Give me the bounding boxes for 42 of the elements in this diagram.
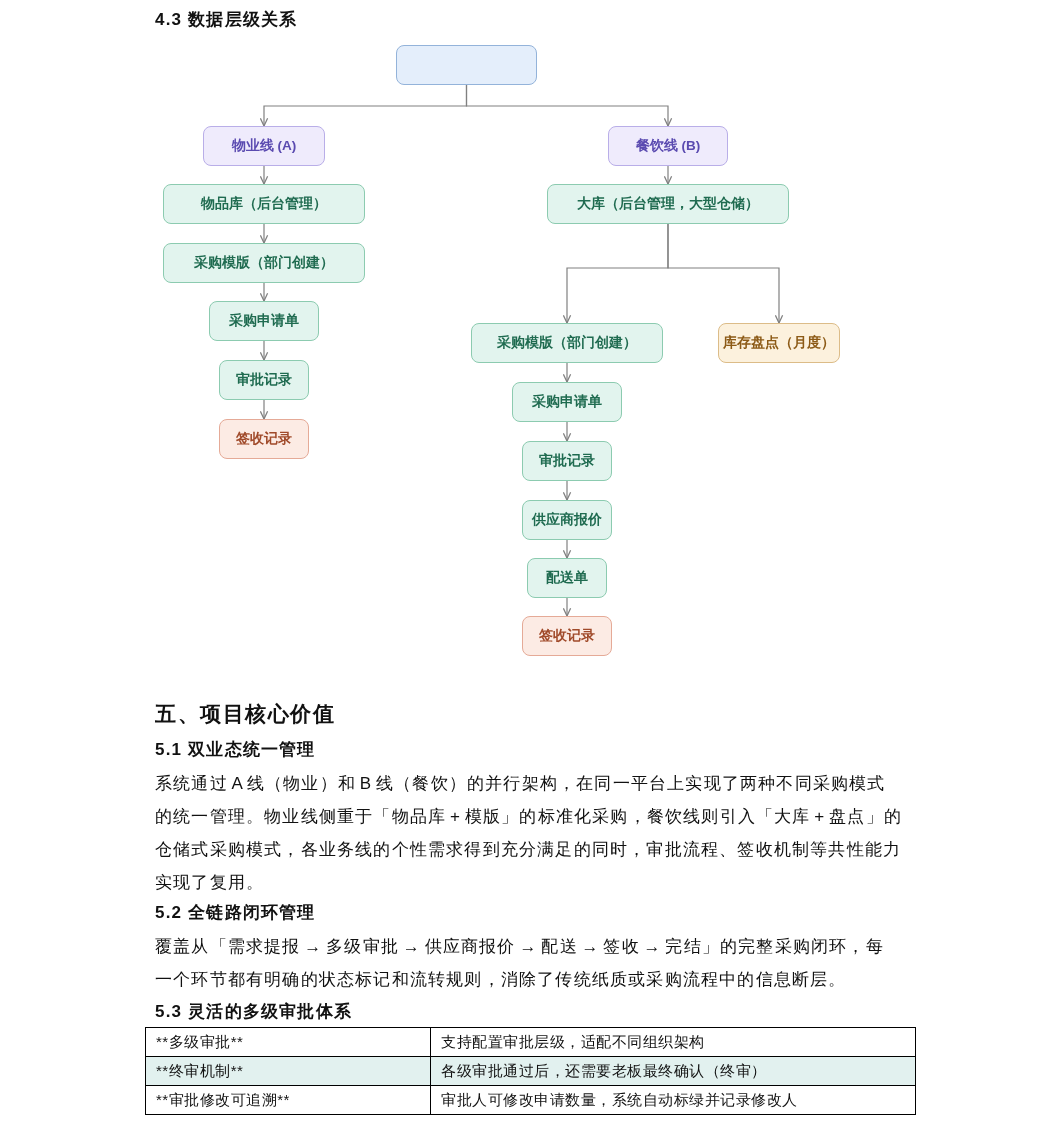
process-box: 大库（后台管理，大型仓储） <box>547 184 789 224</box>
process-box: 签收记录 <box>522 616 612 656</box>
table-cell: **终审机制** <box>145 1056 431 1086</box>
process-box: 物业线 (A) <box>203 126 325 166</box>
process-box: 采购申请单 <box>512 382 622 422</box>
subsection-heading: 5.1 双业态统一管理 <box>155 739 316 761</box>
paragraph: 系统通过 A 线（物业）和 B 线（餐饮）的并行架构，在同一平台上实现了两种不同采购模式的统一管理。物业线侧重于「物品库 + 模版」的标准化采购，餐饮线则引入「大库 + 盘点」的仓储式采购模式，各业务线的个性需求得到充分满足的同时，审批流程、签收机制等共性能力实现了复用。 <box>155 772 903 894</box>
table-cell: 各级审批通过后，还需要老板最终确认（终审） <box>430 1056 916 1086</box>
process-box: 采购申请单 <box>209 301 319 341</box>
process-box: 供应商报价 <box>522 500 612 540</box>
arrow <box>562 362 572 383</box>
arrow <box>465 84 673 127</box>
process-box: 审批记录 <box>219 360 309 400</box>
arrow <box>663 165 673 185</box>
arrow <box>259 399 269 420</box>
table-cell: 支持配置审批层级，适配不同组织架构 <box>430 1027 916 1057</box>
process-box: 采购模版（部门创建） <box>471 323 663 363</box>
process-box: 库存盘点（月度） <box>718 323 840 363</box>
arrow <box>667 223 784 324</box>
paragraph: 覆盖从「需求提报 → 多级审批 → 供应商报价 → 配送 → 签收 → 完结」的完整采购闭环，每一个环节都有明确的状态标记和流转规则，消除了传统纸质或采购流程中的信息断层。 <box>155 935 885 991</box>
process-box: 物品库（后台管理） <box>163 184 365 224</box>
arrow <box>259 282 269 302</box>
arrow <box>259 223 269 244</box>
process-box: 审批记录 <box>522 441 612 481</box>
process-box: 配送单 <box>527 558 607 598</box>
table-cell: **审批修改可追溯** <box>145 1085 431 1115</box>
arrow <box>562 480 572 501</box>
process-box: 餐饮线 (B) <box>608 126 728 166</box>
process-box: 签收记录 <box>219 419 309 459</box>
table-cell: 审批人可修改申请数量，系统自动标绿并记录修改人 <box>430 1085 916 1115</box>
arrow <box>259 340 269 361</box>
table-cell: **多级审批** <box>145 1027 431 1057</box>
arrow <box>259 165 269 185</box>
arrow <box>562 421 572 442</box>
subsection-heading: 5.2 全链路闭环管理 <box>155 902 316 924</box>
title: 4.3 数据层级关系 <box>155 9 298 31</box>
empty-box <box>396 45 537 85</box>
section-heading: 五、项目核心价值 <box>155 701 335 727</box>
arrow <box>562 597 572 617</box>
process-box: 采购模版（部门创建） <box>163 243 365 283</box>
arrow <box>562 539 572 559</box>
subsection-heading: 5.3 灵活的多级审批体系 <box>155 1001 352 1023</box>
